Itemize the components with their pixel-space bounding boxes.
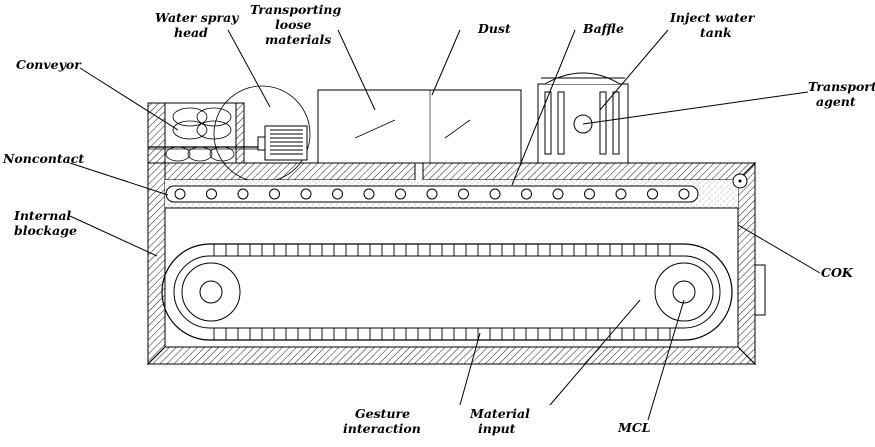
label-dust: Dust — [477, 21, 511, 36]
channel-hole — [206, 188, 217, 200]
hopper — [317, 89, 522, 164]
label-conveyor: Conveyor — [16, 57, 82, 72]
label-baffle: Baffle — [582, 21, 624, 36]
label-water-spray-head: Water spray head — [155, 10, 243, 40]
channel-hole — [332, 188, 343, 200]
channel-hole — [458, 188, 469, 200]
labels: Water spray head Transporting loose mate… — [2, 2, 875, 436]
channel-hole — [237, 188, 249, 200]
channel-hole — [647, 188, 658, 200]
label-transporting-loose-materials: Transporting loose materials — [250, 2, 346, 47]
channel-hole — [300, 188, 312, 200]
housing-left-wall — [147, 102, 166, 366]
channel-hole — [584, 188, 595, 200]
channel-hole — [678, 188, 690, 200]
label-transport-agent: Transport agent — [808, 79, 875, 109]
housing-bottom-wall — [146, 346, 757, 365]
channel-hole — [395, 188, 406, 200]
channel-hole — [426, 188, 438, 200]
cok-box — [754, 264, 766, 316]
label-gesture-interaction: Gesture interaction — [343, 406, 421, 436]
channel-hole — [489, 188, 501, 200]
housing-right-wall — [737, 161, 756, 366]
spray-channel — [165, 173, 748, 209]
channel-hole — [174, 188, 186, 200]
conveyor-rollers — [148, 107, 270, 162]
channel-hole — [552, 188, 564, 200]
housing-top-plate — [164, 162, 757, 181]
conveyor-box-right-wall — [235, 102, 245, 164]
channel-hole — [363, 188, 375, 200]
channel-hole — [269, 188, 280, 200]
label-inject-water-tank: Inject water tank — [669, 10, 759, 40]
label-material-input: Material input — [469, 406, 534, 436]
label-mcl: MCL — [617, 420, 651, 435]
main-belt — [161, 243, 733, 341]
label-internal-blockage: Internal blockage — [13, 208, 77, 238]
label-cok: COK — [821, 265, 854, 280]
dust-outlet — [414, 162, 424, 182]
leader-lines — [69, 29, 821, 421]
label-noncontact: Noncontact — [2, 151, 84, 166]
channel-hole — [615, 188, 627, 200]
channel-hole — [521, 188, 532, 200]
